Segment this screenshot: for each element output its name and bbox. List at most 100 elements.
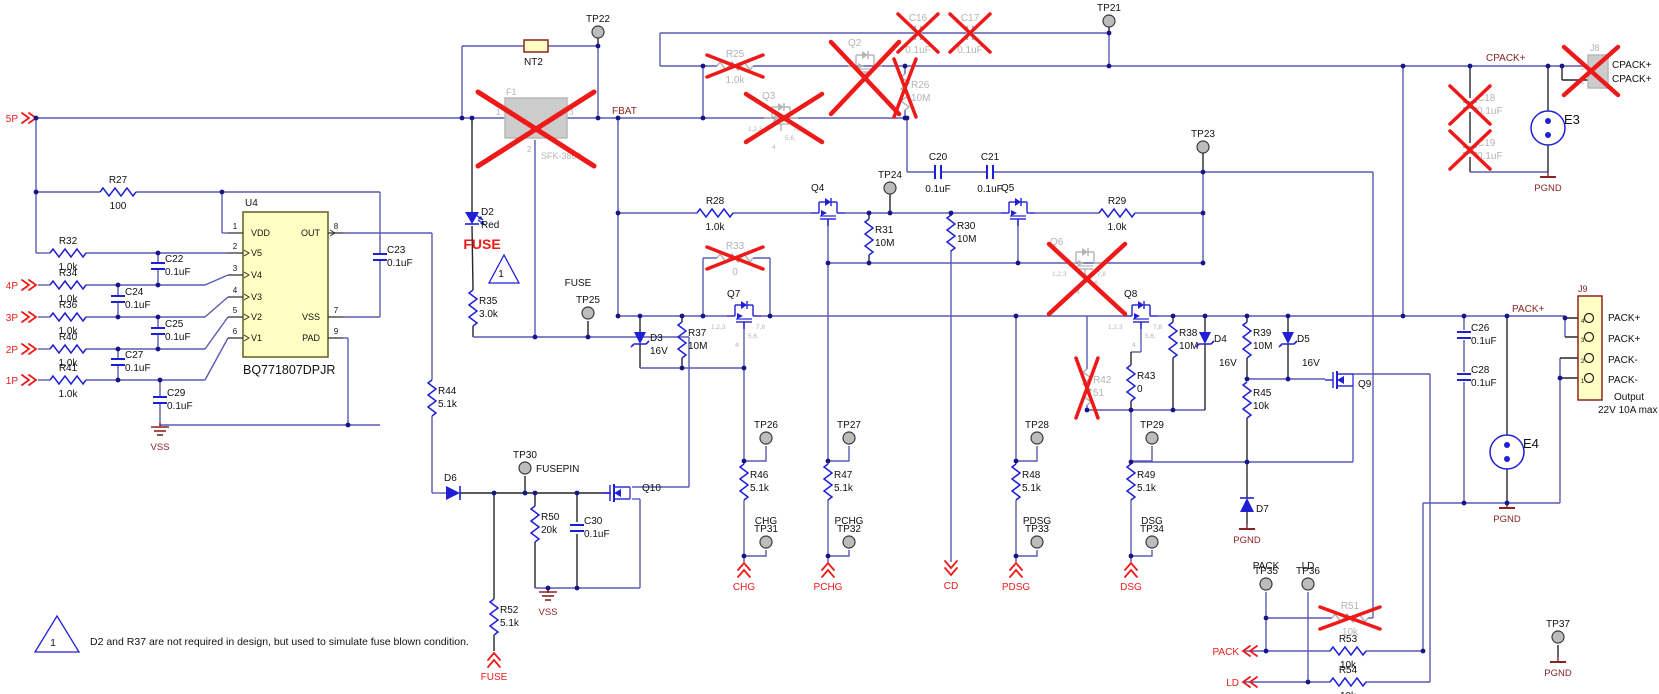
label: 7,8 [756,324,765,331]
label: R27 [109,175,128,186]
label: D3 [650,333,663,344]
label: 16V [1302,358,1320,369]
label: 5.1k [1137,483,1157,494]
note-triangle: 1 [33,614,81,653]
label: FUSE [481,672,508,683]
testpoint-TP26: TP26 [754,420,778,445]
label: 1,2,3 [1052,271,1067,278]
text: SFK-3860 [541,151,582,161]
port-DSG: DSG [1120,561,1142,593]
label: V3 [251,292,262,302]
label: E3 [1564,112,1580,127]
label: 0.1uF [1477,106,1503,117]
label: 5.1k [1022,483,1042,494]
label: R52 [500,605,519,616]
label: TP23 [1191,129,1215,140]
connector-pin [1583,312,1595,324]
dnp-crosses [475,12,1621,631]
label: 10M [875,238,894,249]
text: PACK [1253,561,1280,572]
label: TP31 [754,524,778,535]
label: VSS [150,442,169,453]
label: 4 [1076,289,1080,296]
port-PDSG: PDSG [1002,561,1030,593]
label: 4 [735,342,739,349]
label: 1 [50,638,56,649]
label: PACK [1213,647,1240,658]
label: Q6 [1050,237,1064,248]
label: R37 [688,328,707,339]
label: R50 [541,512,560,523]
label: 1.0k [59,358,79,369]
port-CHG: CHG [733,561,755,593]
label: 7,8 [1097,271,1106,278]
label: 1.0k [59,326,79,337]
label: 1,2,3 [748,126,763,133]
label: C27 [125,350,144,361]
label: E4 [1523,436,1539,451]
label: PGND [1233,535,1261,546]
label: 16V [650,346,668,357]
label: Q10 [642,483,661,494]
label: 10M [1179,341,1198,352]
port-PACK: PACK [1213,645,1258,658]
label: C19 [1477,138,1496,149]
label: TP34 [1140,524,1164,535]
label: TP29 [1140,420,1164,431]
label: 0.1uF [1477,151,1503,162]
label: 4 [233,286,238,295]
label: R41 [59,363,78,374]
label: D4 [1214,334,1227,345]
label: C16 [909,13,928,24]
label: 0.1uF [165,332,191,343]
label: C25 [165,319,184,330]
testpoint-TP34: TP34 [1140,524,1164,549]
label: R51 [1341,601,1360,612]
label: 0.1uF [925,184,951,195]
label: V5 [251,248,262,258]
ic-U4: U4BQ771807DPJR1VDD2V53V44V35V26V18OUT7VS… [228,198,343,377]
label: TP35 [1254,566,1278,577]
label: C17 [961,13,980,24]
label: R35 [479,296,498,307]
label: 0.1uF [387,258,413,269]
connector-pin [1583,352,1595,364]
label: C22 [165,254,184,265]
label: 10k [1253,401,1270,412]
label: TP25 [576,295,600,306]
label: 5,6, [1145,333,1156,340]
testpoint-TP28: TP28 [1025,420,1049,445]
label: TP37 [1546,619,1570,630]
ground-pgnd: PGND [1493,503,1521,525]
label: Q2 [848,38,862,49]
label: 4P [6,281,19,292]
text: PACK+ [1608,334,1640,345]
label: 7,8 [1153,324,1162,331]
label: C24 [125,287,144,298]
label: R49 [1137,470,1156,481]
connector-pin [1583,372,1595,384]
label: 2P [6,345,19,356]
label: 0.1uF [125,300,151,311]
label: R28 [706,196,725,207]
text: 4 [1581,319,1585,325]
jumper-E3: E3 [1530,110,1580,146]
testpoint-TP25: TP25 [576,295,600,320]
junction-dots [33,30,1568,685]
text: FUSE [463,236,500,252]
